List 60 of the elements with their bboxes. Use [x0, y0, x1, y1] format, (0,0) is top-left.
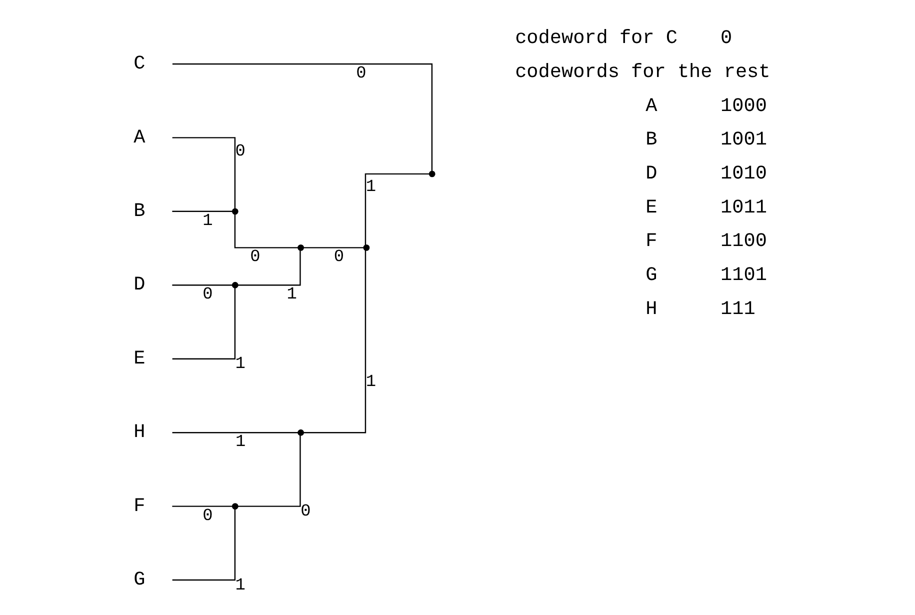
edge-label: 0 — [356, 64, 366, 84]
node-point — [232, 503, 238, 510]
connector — [172, 284, 232, 286]
node-text: B — [134, 200, 146, 222]
connector — [172, 506, 232, 507]
node-point — [232, 282, 238, 288]
edge-label: 1 — [235, 576, 246, 596]
edge-label: 0 — [300, 502, 311, 522]
label: B — [646, 128, 658, 151]
node-text: A — [134, 126, 146, 148]
connector — [172, 509, 236, 581]
label: G — [646, 264, 658, 286]
edge-label: 1 — [236, 433, 246, 452]
edge-label: 0 — [250, 248, 260, 268]
connector — [304, 250, 366, 434]
label: codewords for the rest — [515, 61, 770, 84]
connector — [304, 247, 364, 248]
node-text: E — [134, 347, 146, 370]
node-point — [428, 170, 436, 178]
edge-label: 1 — [366, 372, 376, 392]
label: H — [646, 298, 658, 320]
node-point — [363, 244, 370, 251]
node-text: C — [134, 52, 146, 75]
node-text: D — [134, 274, 146, 296]
label: 1100 — [720, 230, 767, 252]
connector — [172, 288, 236, 360]
label: 1011 — [720, 196, 767, 218]
label: E — [646, 196, 658, 218]
edge-label: 1 — [235, 355, 246, 374]
connector — [238, 250, 301, 286]
connector — [172, 210, 232, 212]
label: A — [646, 94, 658, 117]
edge-label: 0 — [202, 286, 213, 305]
connector — [238, 435, 301, 507]
node-text: G — [134, 568, 146, 591]
label: 1001 — [720, 128, 767, 151]
node-point — [232, 208, 238, 215]
node-text: H — [134, 421, 146, 444]
edge-label: 0 — [202, 506, 213, 526]
label: 1101 — [720, 264, 767, 286]
connector — [172, 63, 433, 172]
label: codeword for C — [515, 27, 678, 50]
node-point — [298, 244, 304, 251]
label: F — [646, 230, 658, 252]
edge-label: 0 — [334, 248, 344, 268]
connector — [172, 432, 298, 434]
label: 111 — [720, 298, 756, 320]
label: 1010 — [720, 162, 767, 185]
connector — [234, 214, 298, 248]
node-point — [298, 429, 304, 436]
label: 1000 — [720, 94, 767, 117]
connector — [364, 173, 430, 246]
connector — [172, 137, 236, 209]
edge-label: 0 — [235, 142, 246, 162]
edge-label: 1 — [286, 286, 297, 305]
label: 0 — [720, 27, 732, 50]
edge-label: 1 — [366, 178, 376, 198]
edge-label: 1 — [202, 212, 213, 231]
label: D — [646, 162, 658, 185]
node-text: F — [134, 494, 146, 517]
